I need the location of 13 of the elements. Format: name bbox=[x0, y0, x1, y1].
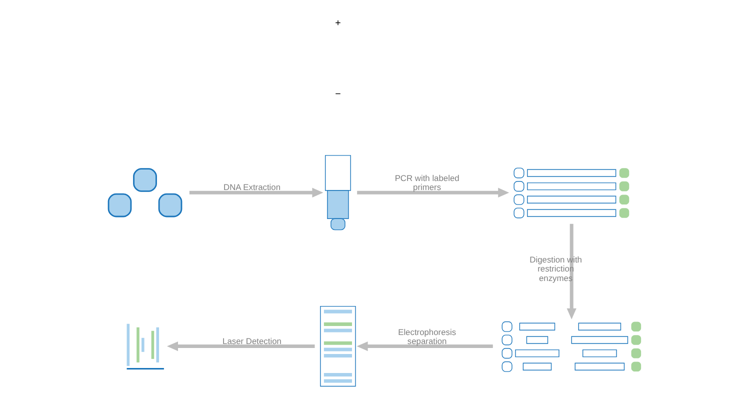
edge-label: Digestion with restriction enzymes bbox=[529, 254, 582, 283]
label: − bbox=[334, 89, 340, 100]
edge-label: Laser Detection bbox=[222, 336, 281, 346]
arrow bbox=[566, 224, 576, 320]
arrow bbox=[356, 188, 509, 198]
edge-label: Electrophoresis separation bbox=[398, 326, 456, 346]
edge-label: DNA Extraction bbox=[223, 182, 280, 192]
label: + bbox=[334, 18, 340, 30]
edge-label: PCR with labeled primers bbox=[394, 173, 459, 192]
arrow bbox=[166, 341, 314, 352]
node-picture bbox=[320, 306, 356, 387]
arrow bbox=[188, 188, 323, 198]
arrow bbox=[356, 341, 492, 352]
